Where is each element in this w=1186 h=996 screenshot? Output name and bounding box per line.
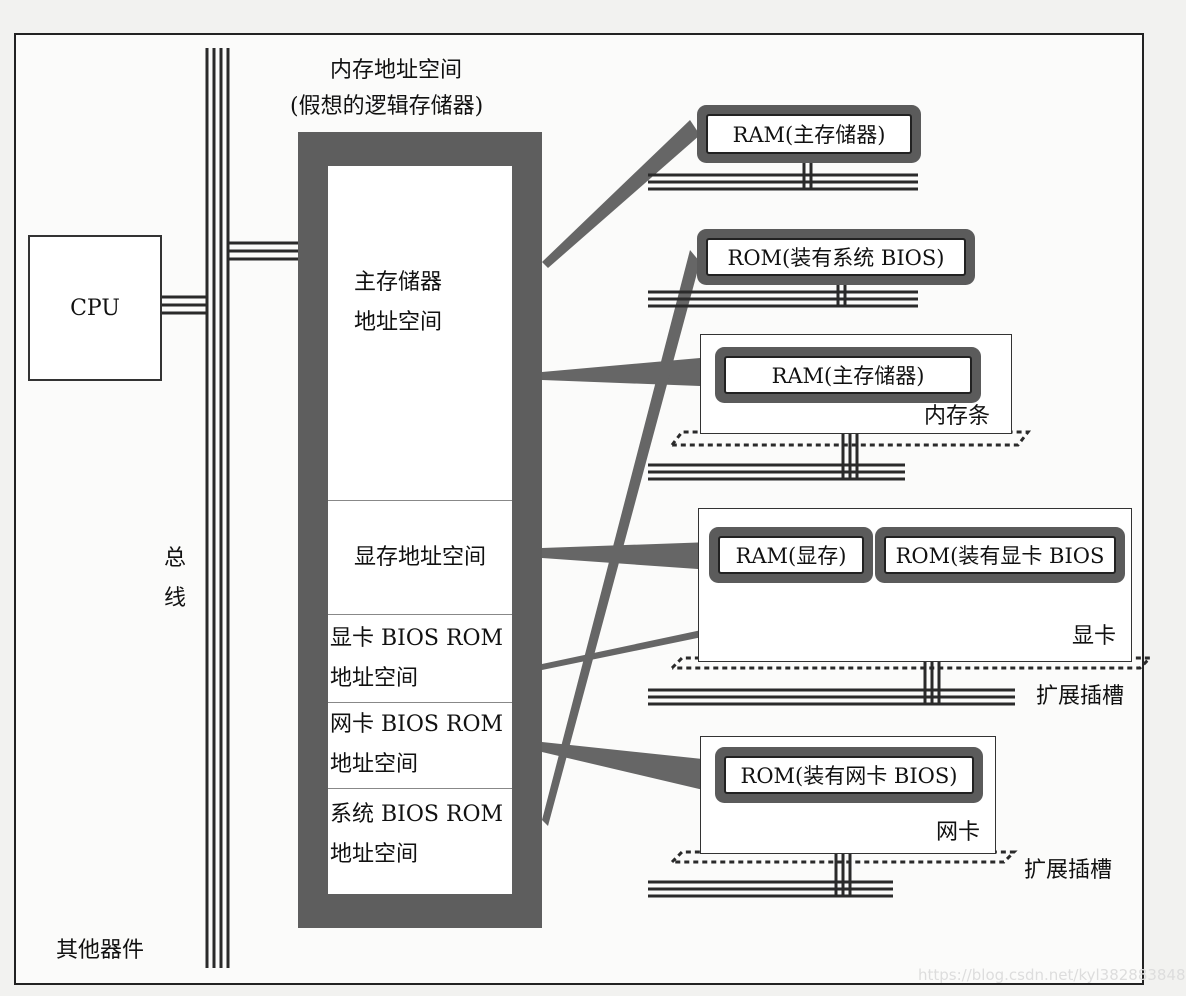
memory-space-subtitle: (假想的逻辑存储器) bbox=[290, 94, 484, 119]
vram-segment-label: 显存地址空间 bbox=[353, 545, 486, 570]
system-bios-segment-label-2: 地址空间 bbox=[330, 842, 419, 867]
beam-nbios-to-rom bbox=[542, 742, 712, 792]
watermark-text: https://blog.csdn.net/kyl382883848 bbox=[918, 966, 1186, 984]
memory-space-title: 内存地址空间 bbox=[330, 58, 463, 83]
beam-main-to-ram1 bbox=[542, 120, 700, 268]
rom-video-bios-label: ROM(装有显卡 BIOS bbox=[895, 544, 1105, 568]
ram-main-memory-chip-1: RAM(主存储器) bbox=[706, 114, 912, 154]
video-card-board bbox=[698, 508, 1132, 662]
bus-label-2: 线 bbox=[164, 586, 187, 611]
net-bios-segment-label-2: 地址空间 bbox=[330, 752, 419, 777]
beam-sbios-to-rom bbox=[542, 250, 700, 826]
main-memory-segment-label-1: 主存储器 bbox=[354, 270, 443, 295]
ram-vram-label: RAM(显存) bbox=[735, 544, 847, 568]
rom-net-bios-label: ROM(装有网卡 BIOS) bbox=[740, 764, 958, 788]
net-bios-segment-label-1: 网卡 BIOS ROM bbox=[330, 712, 504, 737]
net-bios-segment: 网卡 BIOS ROM 地址空间 bbox=[328, 702, 512, 788]
cpu-box: CPU bbox=[28, 235, 162, 381]
rom-video-bios-chip: ROM(装有显卡 BIOS bbox=[884, 536, 1116, 574]
ram-main-memory-chip-2: RAM(主存储器) bbox=[724, 356, 972, 394]
video-bios-segment: 显卡 BIOS ROM 地址空间 bbox=[328, 614, 512, 702]
expansion-slot-label-1: 扩展插槽 bbox=[1036, 684, 1125, 709]
cpu-bus-link bbox=[161, 295, 207, 315]
slot-edges bbox=[670, 430, 1154, 864]
main-memory-segment-label-2: 地址空间 bbox=[354, 310, 443, 335]
memory-stick-label: 内存条 bbox=[924, 404, 991, 429]
system-bios-segment: 系统 BIOS ROM 地址空间 bbox=[328, 788, 512, 894]
bus-label-1: 总 bbox=[164, 546, 187, 571]
other-devices-label: 其他器件 bbox=[56, 938, 145, 963]
expansion-slot-label-2: 扩展插槽 bbox=[1024, 858, 1113, 883]
rom-net-bios-chip: ROM(装有网卡 BIOS) bbox=[724, 756, 974, 794]
ram-main-memory-label-2: RAM(主存储器) bbox=[771, 364, 925, 388]
system-bios-segment-label-1: 系统 BIOS ROM bbox=[330, 802, 504, 827]
rom-system-bios-chip: ROM(装有系统 BIOS) bbox=[706, 238, 966, 276]
ram-vram-chip: RAM(显存) bbox=[718, 536, 864, 574]
net-card-board bbox=[700, 736, 996, 854]
cpu-label: CPU bbox=[70, 295, 120, 321]
rom-system-bios-label: ROM(装有系统 BIOS) bbox=[727, 246, 945, 270]
video-bios-segment-label-1: 显卡 BIOS ROM bbox=[330, 626, 504, 651]
system-bus bbox=[205, 48, 230, 968]
ram-main-memory-label-1: RAM(主存储器) bbox=[732, 123, 886, 147]
video-card-label: 显卡 bbox=[1072, 624, 1117, 649]
beam-main-to-ram2 bbox=[542, 358, 700, 386]
memory-bus-link bbox=[228, 241, 298, 261]
net-card-label: 网卡 bbox=[936, 820, 981, 845]
video-bios-segment-label-2: 地址空间 bbox=[330, 666, 419, 691]
beam-vram-to-ram bbox=[542, 542, 712, 570]
vram-segment: 显存地址空间 bbox=[328, 500, 512, 614]
